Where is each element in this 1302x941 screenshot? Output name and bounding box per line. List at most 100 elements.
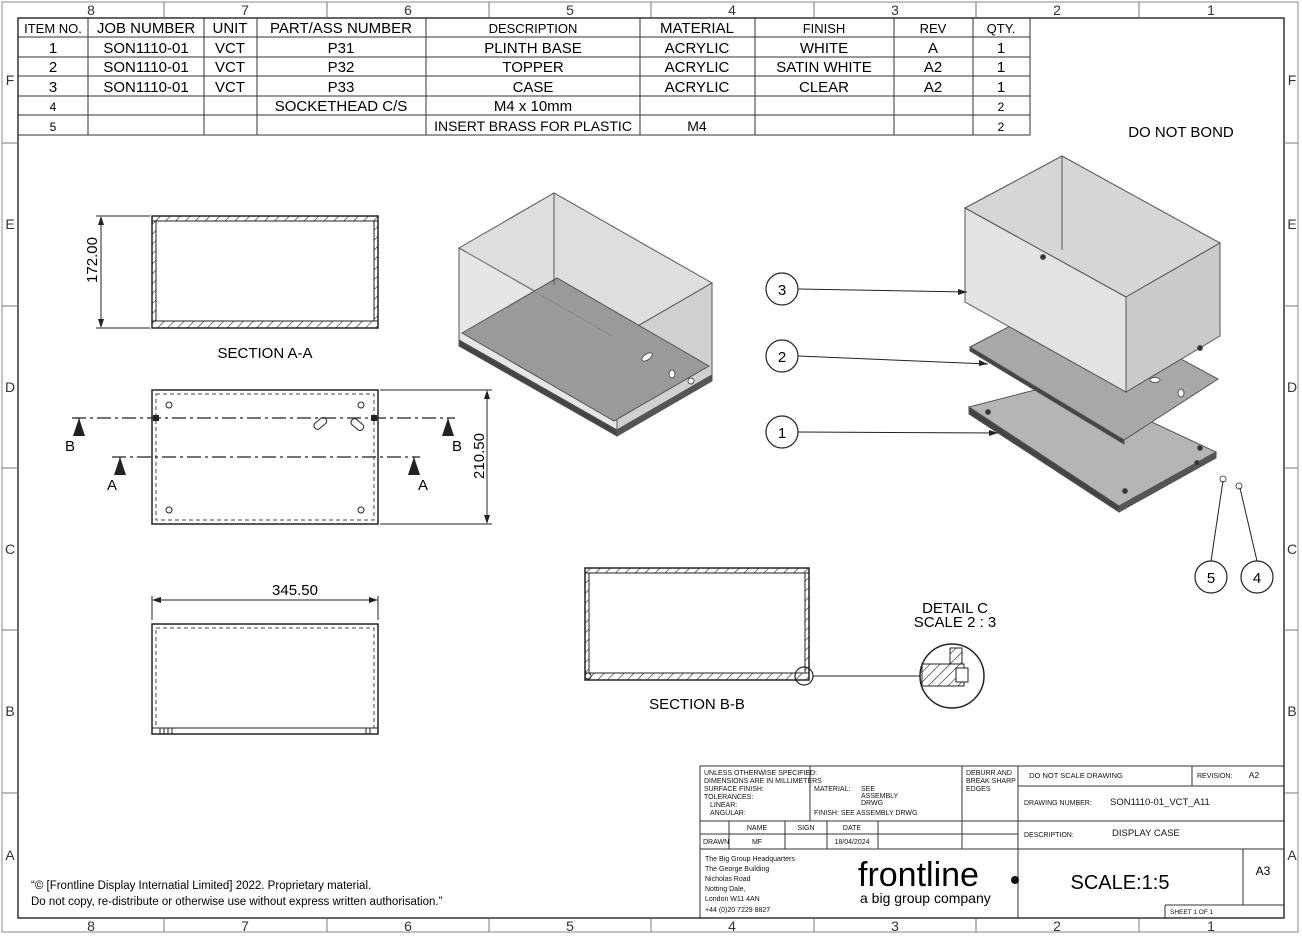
bom-cell: 4 [50,100,57,114]
tb-revision-value: A2 [1249,770,1260,780]
bom-cell: P33 [328,79,355,96]
bom-cell: TOPPER [502,59,564,76]
dim-210-50: 210.50 [471,433,488,479]
balloon-1 [765,415,799,449]
tb-deburr-3: EDGES [966,786,991,793]
detail-c-label: DETAIL C [922,600,988,617]
tb-address-5: London W11 4AN [705,896,760,903]
tb-drawing-number-value: SON1110-01_VCT_A11 [1110,797,1210,808]
zone-row-right-4: C [1287,541,1297,557]
bom-cell: PLINTH BASE [484,40,582,57]
tb-address-2: The George Building [705,866,769,873]
zone-col-bottom-1: 8 [87,918,95,934]
frontline-logo-dot [1011,876,1019,884]
tb-address-6: +44 (0)20 7229 8827 [705,907,770,914]
tb-deburr-1: DEBURR AND [966,770,1012,777]
tb-hdr-sign: SIGN [797,825,814,832]
zone-col-bottom-8: 1 [1207,918,1215,934]
bom-cell: 3 [49,79,57,96]
zone-col-top-7: 2 [1053,2,1061,18]
zone-row-left-4: C [5,541,15,557]
bom-cell: SATIN WHITE [776,59,872,76]
tb-hdr-name: NAME [747,825,768,832]
tb-note-5: LINEAR: [710,802,737,809]
bom-cell: SON1110-01 [103,40,188,57]
bom-header-cell: FINISH [803,21,846,36]
zone-row-left-1: F [6,72,15,88]
bom-cell: P32 [328,59,355,76]
tb-drawn-date: 18/04/2024 [834,839,869,846]
zone-col-top-4: 5 [566,2,574,18]
balloon-leaders [797,288,1258,562]
balloon-2 [765,339,799,373]
tb-note-3: SURFACE FINISH: [704,786,764,793]
top-view [72,389,492,525]
zone-row-right-1: F [1288,72,1297,88]
tb-hdr-date: DATE [843,825,861,832]
section-aa-label: SECTION A-A [217,345,312,362]
dim-172: 172.00 [84,237,101,283]
bom-cell: ACRYLIC [665,59,730,76]
bom-cell: A2 [924,59,942,76]
balloon-2-label: 2 [778,349,786,366]
bom-cell: 1 [997,79,1005,96]
tb-note-6: ANGULAR: [710,810,746,817]
tb-note-1: UNLESS OTHERWISE SPECIFIED: [704,770,817,777]
tb-note-4: TOLERANCES: [704,794,753,801]
zone-row-right-6: A [1287,847,1297,863]
tb-drawn-name: MF [752,839,762,846]
zone-col-bottom-2: 7 [241,918,249,934]
bom-cell: CLEAR [799,79,849,96]
zone-row-right-2: E [1287,216,1296,232]
iso-exploded-view [963,155,1243,513]
tb-material-value-3: DRWG [861,800,883,807]
balloon-3 [765,272,799,306]
zone-row-right-5: B [1287,703,1296,719]
zone-row-left-5: B [5,703,14,719]
zone-col-bottom-5: 4 [728,918,736,934]
zone-row-left-3: D [5,379,15,395]
bom-cell: INSERT BRASS FOR PLASTIC [434,118,632,134]
copyright-line-1: “© [Frontline Display Internatial Limite… [31,880,371,892]
section-aa-view [96,215,379,329]
tb-drawing-number-label: DRAWING NUMBER: [1024,800,1092,807]
frontline-logo-subtitle: a big group company [860,890,991,906]
zone-col-top-1: 8 [87,2,95,18]
section-bb-view [584,567,922,686]
balloon-4-label: 4 [1253,570,1261,587]
section-mark-a-right: A [418,477,428,494]
detail-c-scale: SCALE 2 : 3 [914,614,997,631]
zone-row-left-6: A [5,847,15,863]
balloon-4 [1240,560,1274,594]
zone-col-bottom-7: 2 [1053,918,1061,934]
bom-cell: M4 x 10mm [494,98,572,115]
section-mark-b-left: B [65,438,75,455]
zone-row-right-3: D [1287,379,1297,395]
balloon-5 [1194,560,1228,594]
zone-col-bottom-4: 5 [566,918,574,934]
tb-address-3: Nicholas Road [705,876,751,883]
do-not-bond-note: DO NOT BOND [1128,124,1234,141]
bom-cell: VCT [215,40,245,57]
bom-cell: P31 [328,40,355,57]
tb-sheet-size: A3 [1256,864,1271,878]
bom-cell: CASE [513,79,554,96]
tb-scale: SCALE:1:5 [1071,872,1170,894]
tb-material-value-2: ASSEMBLY [861,793,899,800]
tb-address-4: Notting Dale, [705,886,746,893]
section-mark-a-left: A [107,477,117,494]
bom-header-cell: QTY. [987,21,1016,36]
bom-header-cell: JOB NUMBER [97,20,196,37]
bom-cell: VCT [215,59,245,76]
bom-cell: WHITE [800,40,848,57]
tb-sheet: SHEET 1 OF 1 [1170,909,1214,916]
tb-description-label: DESCRIPTION: [1024,832,1074,839]
dim-345-50: 345.50 [272,582,318,599]
balloon-3-label: 3 [778,282,786,299]
front-view [151,596,379,735]
bom-cell: 1 [997,40,1005,57]
bom-cell: VCT [215,79,245,96]
